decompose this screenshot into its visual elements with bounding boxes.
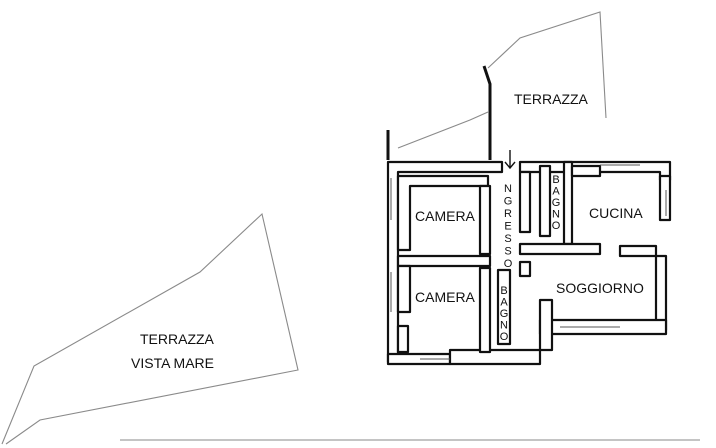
interior-walls bbox=[396, 160, 658, 354]
windows bbox=[390, 164, 667, 360]
label-terrazza-vista-line1: TERRAZZA bbox=[140, 331, 215, 347]
label-camera-1: CAMERA bbox=[415, 208, 476, 224]
entrance-arrow-icon bbox=[504, 150, 516, 170]
terrace-sea-view-outline bbox=[1, 212, 700, 445]
terrace-top-outline bbox=[397, 11, 607, 149]
exterior-wall-stubs bbox=[386, 65, 492, 160]
label-terrazza-vista-line2: VISTA MARE bbox=[131, 355, 214, 371]
label-camera-2: CAMERA bbox=[415, 289, 476, 305]
label-cucina: CUCINA bbox=[589, 205, 643, 221]
label-terrazza-top: TERRAZZA bbox=[514, 91, 589, 107]
label-soggiorno: SOGGIORNO bbox=[556, 280, 644, 296]
outer-walls bbox=[386, 160, 672, 366]
